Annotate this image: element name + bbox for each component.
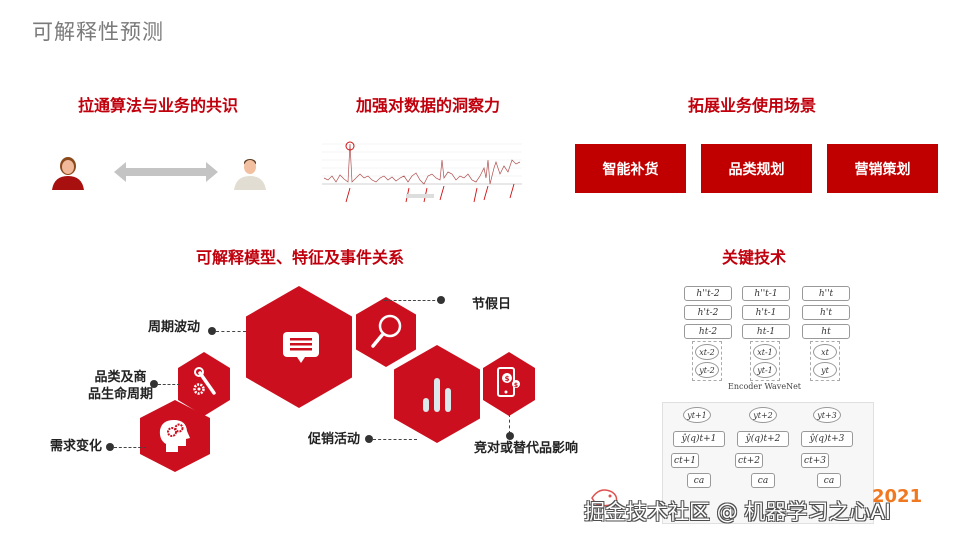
encoder-cell: h''t-2 xyxy=(684,286,732,301)
consensus-title: 拉通算法与业务的共识 xyxy=(78,96,239,115)
phone-dollar-icon: $ $ xyxy=(496,366,524,400)
bar-chart-icon xyxy=(420,374,456,414)
decoder-context: ct+1 xyxy=(671,453,699,468)
connector-dot xyxy=(437,296,445,304)
connector-line xyxy=(384,300,440,301)
factor-label-competitor: 竞对或替代品影响 xyxy=(474,441,579,456)
wrench-gear-icon xyxy=(192,367,218,399)
smart-replenishment-button[interactable]: 智能补货 xyxy=(575,144,686,193)
input-group xyxy=(692,341,722,381)
decoder-ca: ca xyxy=(751,473,775,488)
factor-label-lifecycle-line2: 品生命周期 xyxy=(88,387,154,402)
page-title: 可解释性预测 xyxy=(32,20,164,44)
watermark-year: 2021 xyxy=(872,486,923,507)
encoder-cell: ht xyxy=(802,324,850,339)
decoder-context: ct+3 xyxy=(801,453,829,468)
encoder-cell: h't xyxy=(802,305,850,320)
connector-dot xyxy=(365,435,373,443)
input-group xyxy=(750,341,780,381)
encoder-caption: Encoder WaveNet xyxy=(728,382,802,391)
factor-label-holiday: 节假日 xyxy=(472,297,512,312)
connector-dot xyxy=(106,443,114,451)
connector-line xyxy=(158,384,180,385)
decoder-pred: ŷ(q)t+3 xyxy=(801,431,853,447)
input-y: yt-1 xyxy=(753,362,777,378)
decoder-output: yt+2 xyxy=(749,407,777,423)
encoder-wavenet-diagram: h''t-2 h''t-1 h''t h't-2 h't-1 h't ht-2 … xyxy=(672,278,862,396)
connector-line xyxy=(373,439,417,440)
factor-label-lifecycle: 品类及商 品生命周期 xyxy=(88,369,153,403)
input-y: yt-2 xyxy=(695,362,719,378)
factor-label-cycle: 周期波动 xyxy=(148,320,201,335)
decoder-diagram: yt+1 yt+2 yt+3 ŷ(q)t+1 ŷ(q)t+2 ŷ(q)t+3 c… xyxy=(662,402,874,524)
input-x: xt-2 xyxy=(695,344,719,360)
decoder-pred: ŷ(q)t+2 xyxy=(737,431,789,447)
encoder-cell: h't-2 xyxy=(684,305,732,320)
model-title: 可解释模型、特征及事件关系 xyxy=(196,248,405,267)
female-user-icon xyxy=(50,152,86,192)
factor-label-promotion: 促销活动 xyxy=(308,432,361,447)
double-arrow-icon xyxy=(114,160,218,184)
factor-label-demand: 需求变化 xyxy=(50,439,103,454)
connector-line xyxy=(216,331,246,332)
input-x: xt xyxy=(813,344,837,360)
svg-text:$: $ xyxy=(514,382,518,389)
magnifier-icon xyxy=(370,313,404,349)
encoder-cell: h''t-1 xyxy=(742,286,790,301)
male-user-icon xyxy=(232,152,268,192)
marketing-planning-button[interactable]: 营销策划 xyxy=(827,144,938,193)
decoder-context: ct+2 xyxy=(735,453,763,468)
encoder-cell: ht-2 xyxy=(684,324,732,339)
juejin-fish-logo-icon xyxy=(590,484,620,510)
connector-dot xyxy=(208,327,216,335)
chat-bubble-icon xyxy=(282,331,320,365)
encoder-cell: h't-1 xyxy=(742,305,790,320)
head-gears-icon xyxy=(156,416,194,456)
category-planning-button[interactable]: 品类规划 xyxy=(701,144,812,193)
decoder-ca: ca xyxy=(687,473,711,488)
decoder-output: yt+1 xyxy=(683,407,711,423)
encoder-cell: h''t xyxy=(802,286,850,301)
decoder-pred: ŷ(q)t+1 xyxy=(673,431,725,447)
connector-line xyxy=(509,414,510,434)
svg-text:$: $ xyxy=(505,375,510,383)
input-group xyxy=(810,341,840,381)
connector-line xyxy=(114,447,146,448)
factor-label-lifecycle-line1: 品类及商 xyxy=(94,370,147,385)
connector-dot xyxy=(150,380,158,388)
input-x: xt-1 xyxy=(753,344,777,360)
scenarios-title: 拓展业务使用场景 xyxy=(688,96,817,115)
tech-title: 关键技术 xyxy=(722,248,787,267)
encoder-cell: ht-1 xyxy=(742,324,790,339)
decoder-output: yt+3 xyxy=(813,407,841,423)
watermark-text: 掘金技术社区 @ 机器学习之心AI xyxy=(584,500,891,524)
time-series-chart xyxy=(316,138,526,208)
connector-dot xyxy=(506,432,514,440)
input-y: yt xyxy=(813,362,837,378)
decoder-ca: ca xyxy=(817,473,841,488)
insight-title: 加强对数据的洞察力 xyxy=(356,96,501,115)
